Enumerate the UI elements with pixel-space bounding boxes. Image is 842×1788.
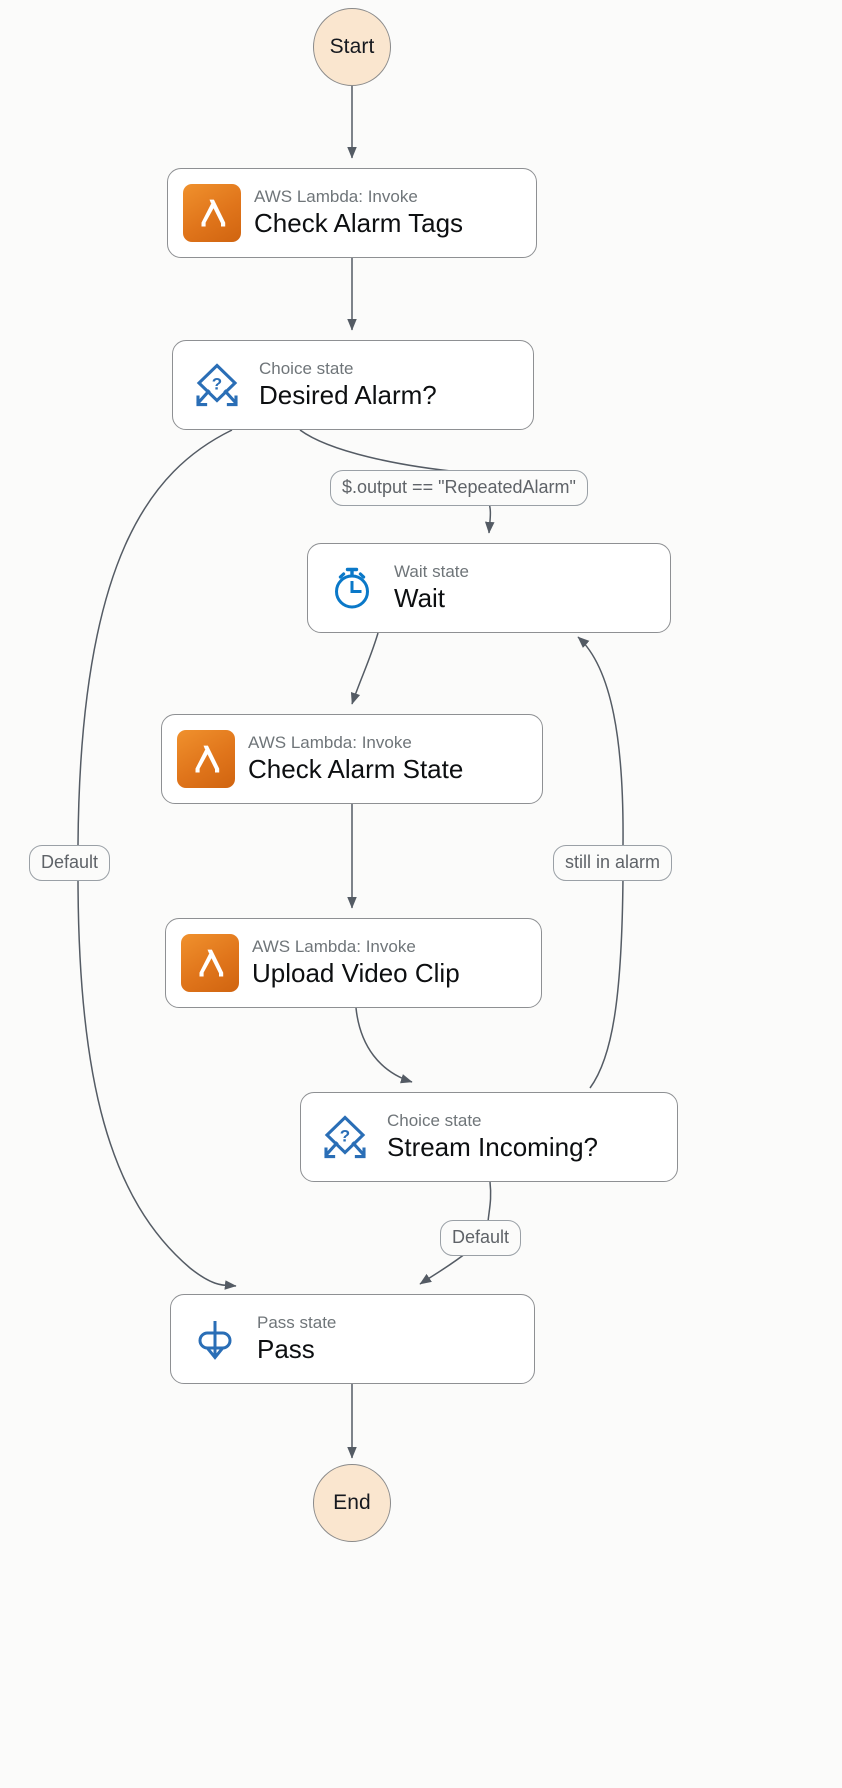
end-node-label: End <box>333 1491 371 1514</box>
node-name-label: Pass <box>257 1334 315 1365</box>
node-type-label: Choice state <box>259 359 354 379</box>
edge-desired-alarm-to-wait <box>299 429 461 473</box>
state-node-check-alarm-state[interactable]: AWS Lambda: Invoke Check Alarm State <box>161 714 543 804</box>
node-type-label: Pass state <box>257 1313 337 1333</box>
edge-still-in-alarm-to-wait <box>577 636 624 846</box>
edge-label-default-desired-alarm: Default <box>29 845 111 881</box>
edge-stream-incoming-to-still-in-alarm <box>589 875 624 1089</box>
node-type-label: Choice state <box>387 1111 482 1131</box>
node-text: Pass state Pass <box>257 1312 336 1366</box>
state-node-stream-incoming[interactable]: ? Choice state Stream Incoming? <box>300 1092 678 1182</box>
node-name-label: Check Alarm State <box>248 754 464 785</box>
wait-state-icon <box>322 558 382 618</box>
edge-upload-video-clip-to-stream-incoming <box>355 1007 413 1084</box>
end-node[interactable]: End <box>313 1464 391 1542</box>
node-name-label: Upload Video Clip <box>252 958 460 989</box>
node-name-label: Desired Alarm? <box>259 380 437 411</box>
node-text: Choice state Desired Alarm? <box>259 358 437 412</box>
pass-state-icon <box>185 1309 245 1369</box>
edge-label-still-in-alarm: still in alarm <box>553 845 673 881</box>
start-node[interactable]: Start <box>313 8 391 86</box>
state-node-pass[interactable]: Pass state Pass <box>170 1294 535 1384</box>
node-text: AWS Lambda: Invoke Upload Video Clip <box>252 936 460 990</box>
node-name-label: Stream Incoming? <box>387 1132 598 1163</box>
state-node-desired-alarm[interactable]: ? Choice state Desired Alarm? <box>172 340 534 430</box>
aws-lambda-icon <box>182 183 242 243</box>
edge-stream-incoming-to-default <box>487 1181 492 1223</box>
node-name-label: Wait <box>394 583 446 614</box>
edge-label-repeated-alarm: $.output == "RepeatedAlarm" <box>330 470 588 506</box>
node-type-label: Wait state <box>394 562 469 582</box>
node-text: Choice state Stream Incoming? <box>387 1110 598 1164</box>
edge-wait-to-check-alarm-state <box>350 632 379 705</box>
node-text: AWS Lambda: Invoke Check Alarm State <box>248 732 463 786</box>
edge-label-default-stream-incoming: Default <box>440 1220 522 1256</box>
node-type-label: AWS Lambda: Invoke <box>248 733 412 753</box>
choice-state-icon: ? <box>187 355 247 415</box>
state-node-upload-video-clip[interactable]: AWS Lambda: Invoke Upload Video Clip <box>165 918 542 1008</box>
node-text: AWS Lambda: Invoke Check Alarm Tags <box>254 186 463 240</box>
node-name-label: Check Alarm Tags <box>254 208 464 239</box>
choice-state-icon: ? <box>315 1107 375 1167</box>
aws-lambda-icon <box>180 933 240 993</box>
state-node-wait[interactable]: Wait state Wait <box>307 543 671 633</box>
node-type-label: AWS Lambda: Invoke <box>254 187 418 207</box>
svg-text:?: ? <box>340 1127 350 1146</box>
node-text: Wait state Wait <box>394 561 469 615</box>
node-type-label: AWS Lambda: Invoke <box>252 937 416 957</box>
aws-lambda-icon <box>176 729 236 789</box>
svg-text:?: ? <box>212 375 222 394</box>
state-node-check-alarm-tags[interactable]: AWS Lambda: Invoke Check Alarm Tags <box>167 168 537 258</box>
start-node-label: Start <box>329 35 375 58</box>
